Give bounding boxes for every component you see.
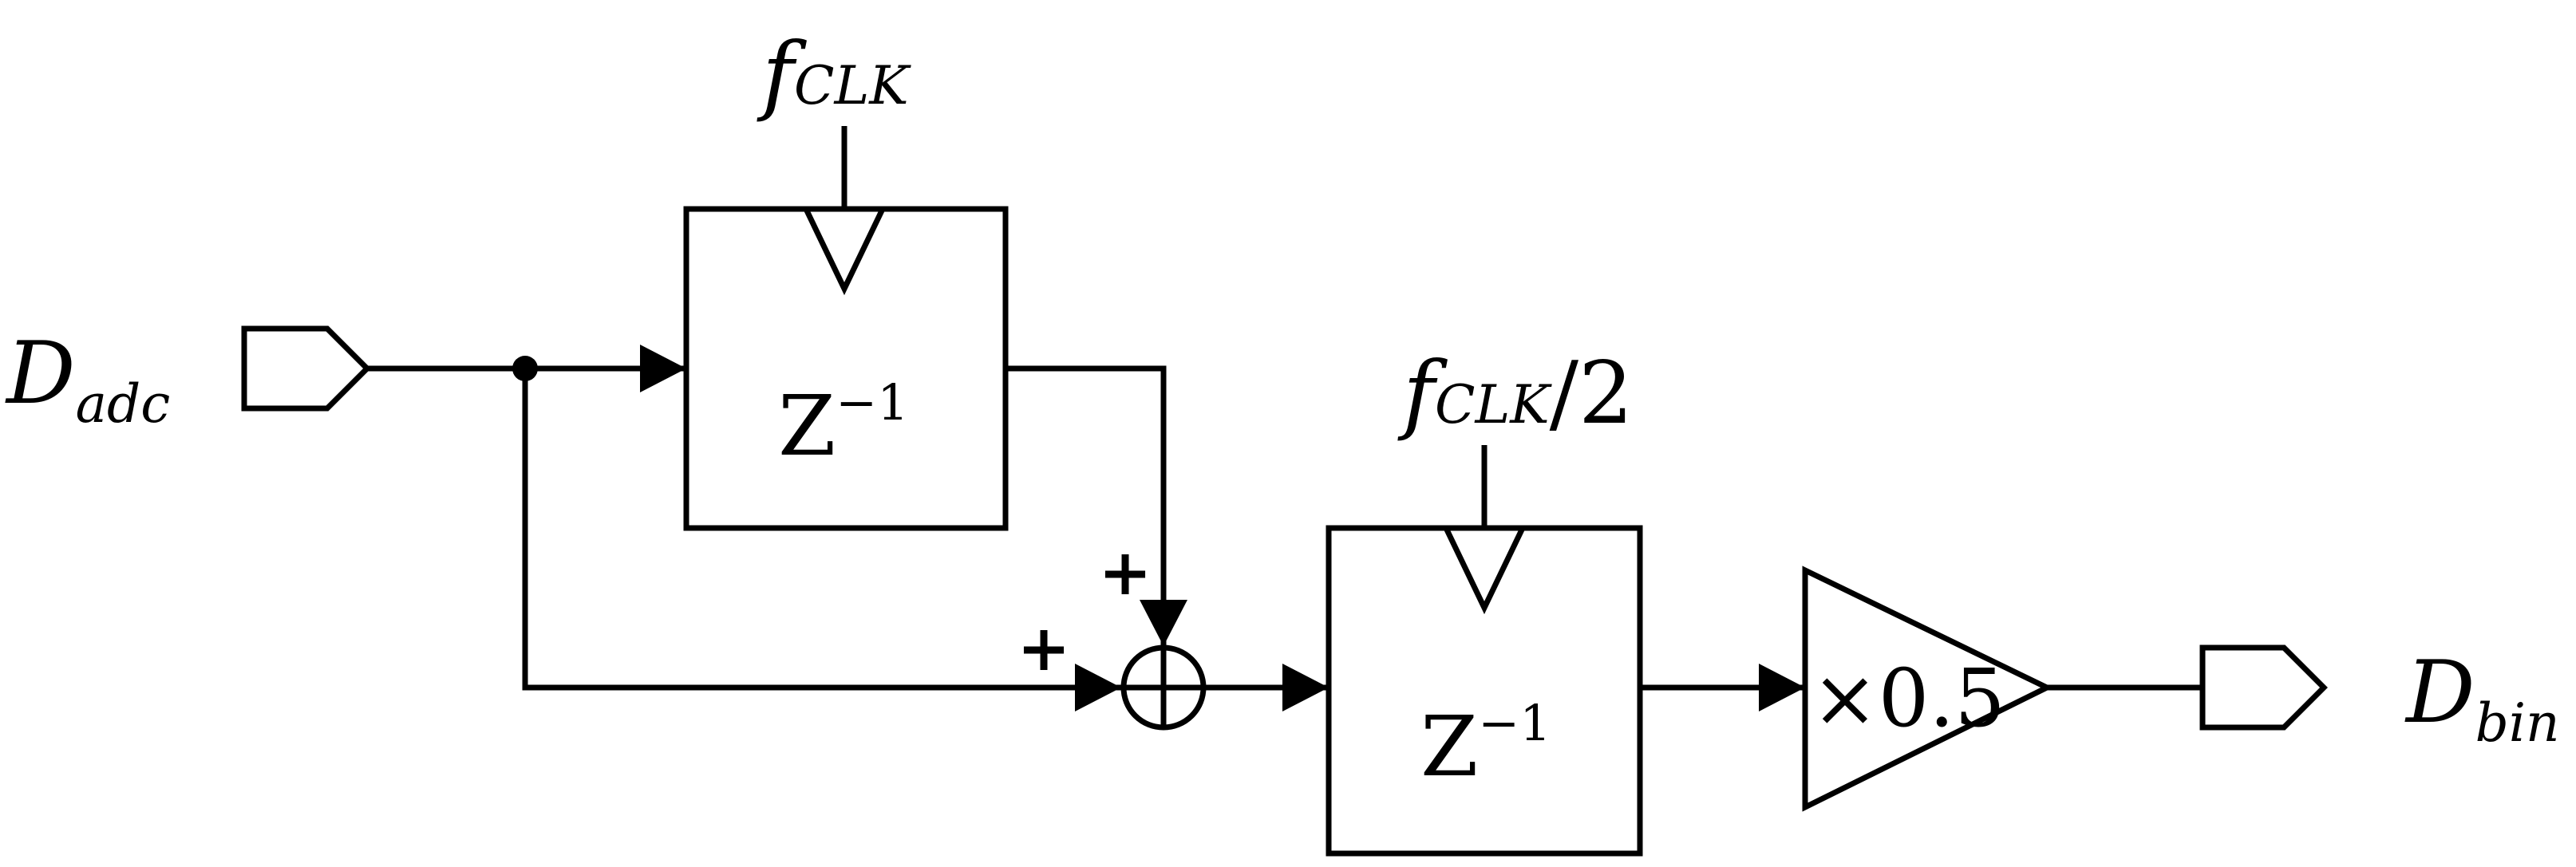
wire-bypass-to-adder	[522, 368, 1121, 711]
gain-label: ×0.5	[1811, 652, 2005, 745]
output-port	[2199, 644, 2328, 731]
delay1-block	[683, 206, 1009, 531]
delay1-label: Z−1	[778, 373, 909, 475]
wire-delay1-to-adder	[1006, 365, 1187, 646]
input-port	[241, 325, 371, 412]
input-label: Dadc	[5, 324, 170, 435]
output-label: Dbin	[2404, 643, 2559, 754]
clock1-label: fCLK	[757, 25, 911, 124]
gain-block	[1802, 566, 2053, 812]
clock2-label: fCLK/2	[1397, 344, 1634, 443]
adder-sign-left: +	[1017, 610, 1070, 685]
adder-sign-top: +	[1098, 534, 1152, 609]
delay1-clock-triangle	[803, 207, 886, 296]
delay2-clock-triangle	[1443, 526, 1526, 615]
delay2-block	[1326, 525, 1643, 857]
delay2-label: Z−1	[1420, 694, 1551, 795]
